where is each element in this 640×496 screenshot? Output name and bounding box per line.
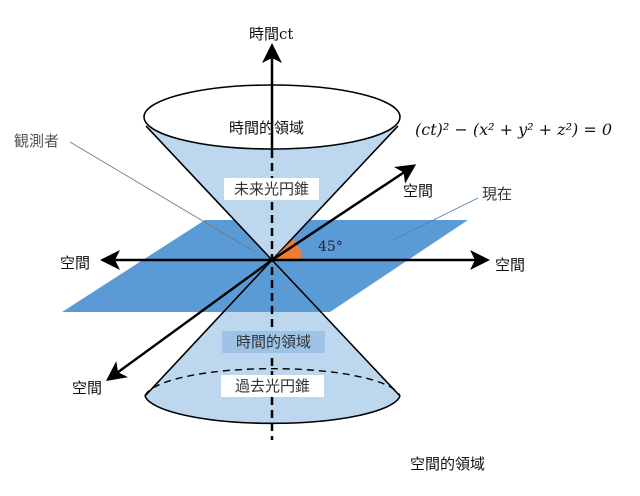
spacelike-region-label: 空間的領域 [410,455,486,473]
observer-leader-line [69,141,256,253]
observer-label: 観測者 [14,132,60,150]
space-label-right: 空間 [495,256,526,274]
space-label-left: 空間 [60,254,91,272]
angle-label: 45° [318,239,343,255]
space-label-diagonal: 空間 [403,182,434,200]
future-cone-label: 未来光円錐 [224,178,319,200]
light-cone-equation: (ct)² − (x² + y² + z²) = 0 [415,120,612,139]
space-axis-diagonal [271,164,417,262]
present-label: 現在 [482,185,513,203]
space-label-lower-left: 空間 [72,379,103,397]
past-cone-label: 過去光円錐 [221,375,324,397]
present-leader-line [392,197,479,241]
timelike-region-top-label: 時間的領域 [229,119,305,137]
timelike-region-bottom-label: 時間的領域 [222,331,325,353]
time-axis-label: 時間ct [249,25,294,43]
